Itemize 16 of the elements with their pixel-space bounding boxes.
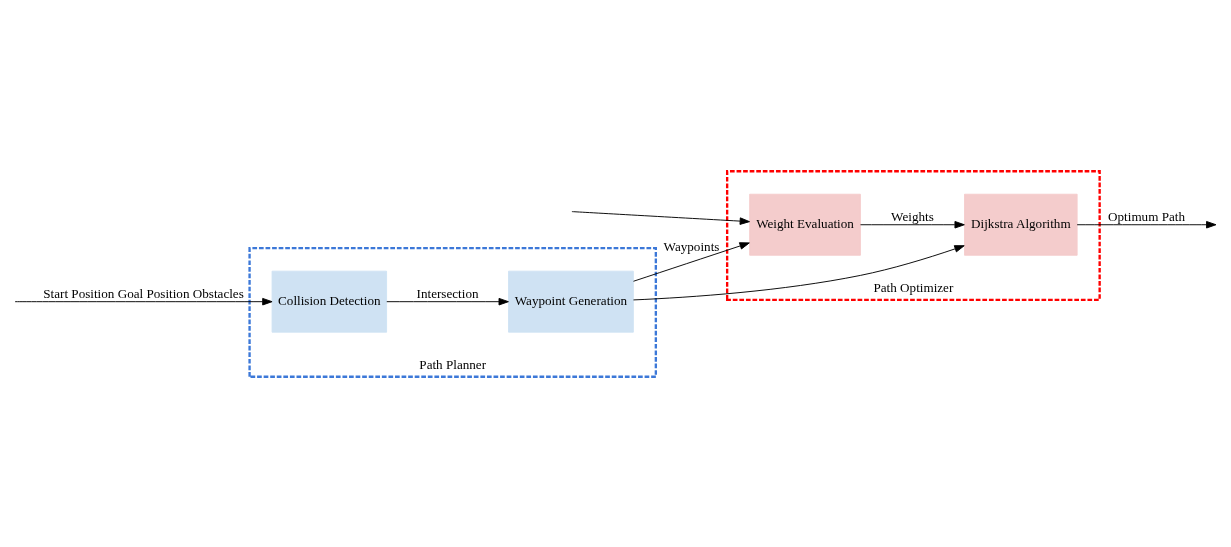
edge-label: Start Position Goal Position Obstacles bbox=[43, 285, 244, 301]
node-box: Waypoint Generation bbox=[508, 270, 634, 333]
arrow bbox=[14, 297, 273, 305]
arrow bbox=[633, 241, 750, 282]
edge-label: Intersection bbox=[416, 285, 479, 301]
edge-label: Weights bbox=[891, 208, 934, 224]
arrow bbox=[633, 244, 965, 300]
arrow bbox=[860, 220, 965, 228]
arrow bbox=[571, 210, 750, 225]
node-box: Collision Detection bbox=[271, 270, 388, 333]
edge-label: Optimum Path bbox=[1108, 208, 1186, 224]
edge-label: Waypoints bbox=[663, 238, 720, 254]
arrow bbox=[1076, 220, 1217, 228]
node-box: Dijkstra Algorithm bbox=[964, 193, 1078, 256]
arrow bbox=[386, 297, 509, 305]
node-box: Weight Evaluation bbox=[749, 193, 861, 256]
